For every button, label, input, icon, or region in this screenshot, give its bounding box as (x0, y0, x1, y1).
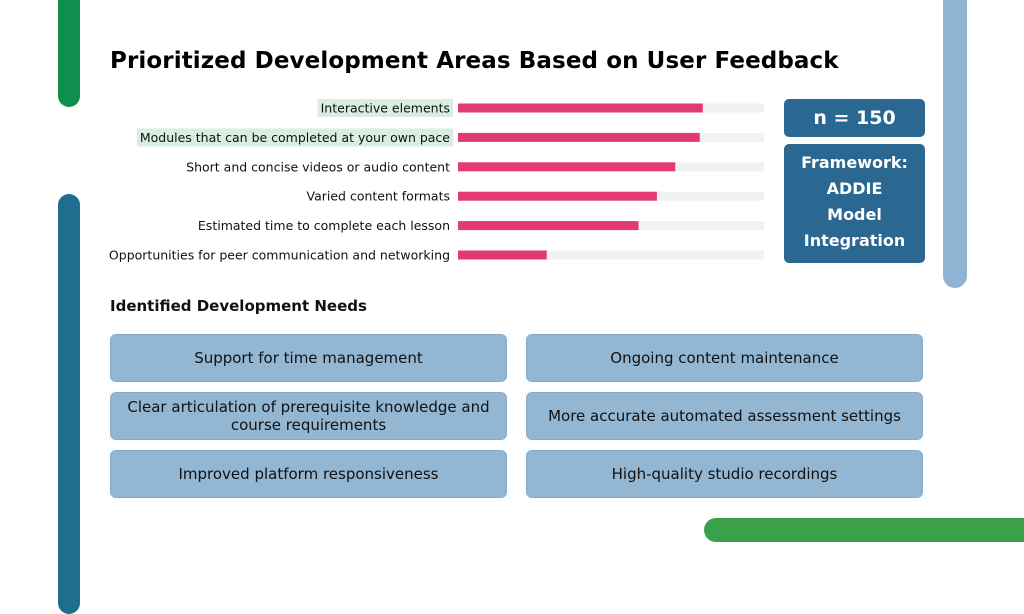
sample-size-badge: n = 150 (784, 99, 925, 137)
bar (458, 221, 639, 231)
framework-badge: Framework: ADDIE Model Integration (784, 144, 925, 263)
framework-line: ADDIE (826, 179, 883, 198)
bar (458, 162, 676, 172)
category-label: Opportunities for peer communication and… (109, 248, 450, 263)
category-label: Short and concise videos or audio conten… (186, 159, 450, 174)
need-card: Support for time management (110, 334, 507, 382)
bar (458, 132, 700, 142)
decorative-green-bar-top (58, 0, 80, 107)
need-card: Clear articulation of prerequisite knowl… (110, 392, 507, 440)
bar (458, 250, 547, 260)
label-highlight (136, 128, 454, 147)
needs-heading: Identified Development Needs (110, 297, 367, 315)
need-card: Ongoing content maintenance (526, 334, 923, 382)
category-label: Varied content formats (307, 189, 451, 204)
framework-line: Framework: (801, 153, 908, 172)
need-card: High-quality studio recordings (526, 450, 923, 498)
decorative-blue-bar-left (58, 194, 80, 614)
category-label: Interactive elements (321, 101, 450, 116)
page-title: Prioritized Development Areas Based on U… (110, 48, 839, 74)
framework-line: Integration (803, 231, 906, 250)
framework-line: Model (827, 205, 882, 224)
bar (458, 191, 657, 201)
category-label: Modules that can be completed at your ow… (140, 130, 450, 145)
need-card: More accurate automated assessment setti… (526, 392, 923, 440)
label-highlight (317, 99, 453, 117)
decorative-green-bar-bottom (704, 518, 1024, 542)
decorative-lightblue-bar-right (943, 0, 967, 288)
bar (458, 103, 703, 113)
need-card: Improved platform responsiveness (110, 450, 507, 498)
bar-track (458, 250, 764, 260)
category-label: Estimated time to complete each lesson (198, 218, 450, 233)
